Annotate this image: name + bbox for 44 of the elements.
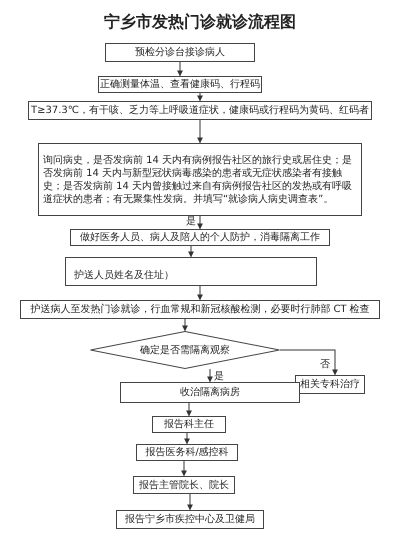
edge-label: 是 <box>185 216 197 227</box>
box-text: 报告主管院长、院长 <box>139 478 229 492</box>
arrow <box>177 62 183 76</box>
box-text: 报告医务科/感控科 <box>145 446 229 459</box>
process-box <box>28 101 372 120</box>
arrow <box>207 368 213 382</box>
decision-diamond <box>90 331 280 369</box>
process-box <box>65 257 317 286</box>
process-box <box>116 510 264 529</box>
box-text: 做好医务人员、病人及陪人的个人防护，消毒隔离工作 <box>80 231 320 244</box>
arrow <box>181 460 187 476</box>
flowchart-title: 宁乡市发热门诊就诊流程图 <box>103 12 297 33</box>
box-text: 预检分诊台接诊病人 <box>135 46 225 59</box>
box-text: 护送人员姓名及住址） <box>74 269 174 282</box>
process-box <box>20 300 380 319</box>
process-box <box>120 382 300 403</box>
process-box <box>133 476 235 494</box>
box-text: 确定是否需隔离观察 <box>140 344 230 356</box>
edge-label: 是 <box>213 371 225 382</box>
box-text: 护送病人至发热门诊就诊，行血常规和新冠核酸检测，必要时行肺部 CT 检查 <box>30 303 370 316</box>
process-box <box>152 416 226 433</box>
process-box <box>295 375 365 394</box>
box-text: 报告科主任 <box>164 418 214 431</box>
box-text: 正确测量体温、查看健康码、行程码 <box>100 78 260 91</box>
arrow <box>184 432 190 444</box>
box-text: 询问病史，是否发病前 14 天内有病例报告社区的旅行史或居住史；是否发病前 14 天内与新型冠状病毒感染的患者或无症状感染者有接触史；是否发病前 14 天内曾接触过来自有病例报告社区的发热或有呼吸道症状的患者；有无聚集性发病。并填写“就诊病人病史调查表”。 <box>43 154 354 206</box>
box-text: 相关专科治疗 <box>300 378 360 391</box>
process-box <box>70 229 330 246</box>
arrow <box>280 350 338 376</box>
box-text: 报告宁乡市疾控中心及卫健局 <box>125 513 255 526</box>
arrow <box>197 120 203 144</box>
arrow <box>186 402 192 416</box>
process-box <box>105 43 255 62</box>
arrow <box>197 92 203 102</box>
arrow <box>188 246 194 258</box>
arrow <box>197 286 203 300</box>
arrow <box>197 216 203 230</box>
arrow <box>187 494 193 510</box>
edge-label: 否 <box>319 359 331 370</box>
box-text: T≥37.3℃，有干咳、乏力等上呼吸道症状，健康码或行程码为黄码、红码者 <box>31 104 369 117</box>
process-box <box>136 444 238 461</box>
process-box <box>38 143 362 216</box>
box-text: 收治隔离病房 <box>180 386 240 399</box>
arrow <box>182 318 188 332</box>
